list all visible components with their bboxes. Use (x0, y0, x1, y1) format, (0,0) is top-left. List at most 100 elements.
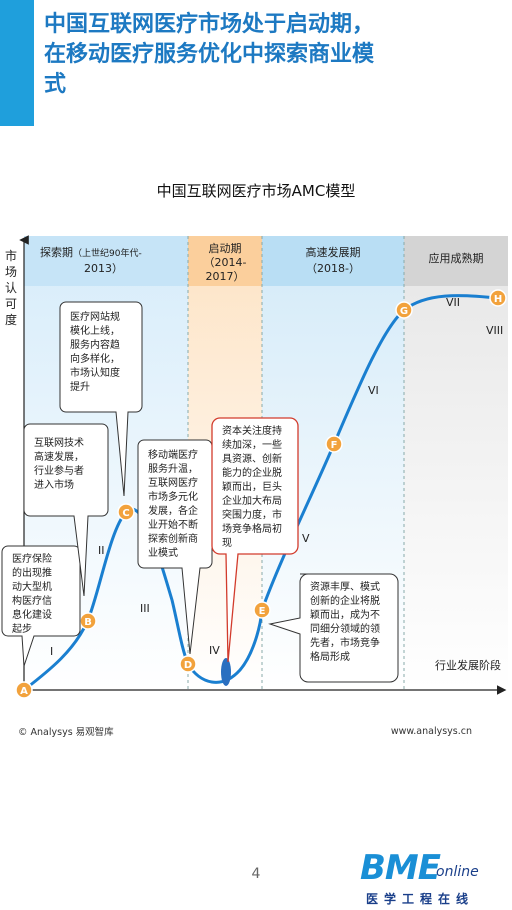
svg-text:场竞争格局初: 场竞争格局初 (222, 522, 282, 535)
svg-text:互联网技术: 互联网技术 (34, 436, 84, 449)
x-axis-label: 行业发展阶段 (435, 658, 501, 672)
svg-text:具资源、创新: 具资源、创新 (222, 452, 282, 465)
page-number: 4 (251, 866, 261, 882)
point-a: A (15, 681, 33, 699)
source-credit: © Analysys 易观智库 (18, 727, 114, 738)
phase-name-maturity: 应用成熟期 (429, 251, 484, 265)
phase-period-startup: （2014- (204, 256, 247, 269)
svg-text:C: C (122, 508, 129, 519)
stage-label: I (50, 645, 53, 658)
svg-text:颖而出，成为不: 颖而出，成为不 (310, 608, 380, 621)
note-box: 资源丰厚、模式 创新的企业将脱 颖而出，成为不 同细分领域的领 先者，市场竞争 … (268, 573, 399, 683)
point-g: G (395, 301, 413, 319)
svg-text:突围力度，市: 突围力度，市 (222, 508, 282, 521)
svg-text:创新的企业将脱: 创新的企业将脱 (310, 594, 380, 607)
logo-main: BME (360, 848, 441, 888)
current-position-marker (221, 658, 231, 686)
svg-text:资源丰厚、模式: 资源丰厚、模式 (310, 580, 380, 593)
svg-text:现: 现 (222, 537, 232, 549)
svg-text:提升: 提升 (70, 381, 90, 393)
y-axis-char: 度 (4, 313, 17, 327)
svg-text:资本关注度持: 资本关注度持 (222, 424, 282, 437)
note-box: 互联网技术 高速发展， 行业参与者 进入市场 (23, 423, 109, 597)
y-axis-char: 场 (4, 265, 17, 279)
svg-text:能力的企业脱: 能力的企业脱 (222, 466, 282, 479)
point-f: F (325, 435, 343, 453)
svg-text:G: G (400, 306, 408, 317)
svg-text:先者，市场竞争: 先者，市场竞争 (310, 636, 380, 649)
phase-band-maturity (404, 236, 508, 690)
svg-text:起步: 起步 (12, 623, 32, 635)
svg-text:动大型机: 动大型机 (12, 580, 52, 593)
svg-text:行业参与者: 行业参与者 (34, 464, 84, 477)
svg-text:A: A (20, 686, 28, 697)
y-axis-char: 市 (4, 249, 17, 263)
svg-text:构医疗信: 构医疗信 (12, 594, 52, 607)
note-box: 移动端医疗 服务升温， 互联网医疗 市场多元化 发展，各企 业开始不断 探索创新… (137, 439, 213, 655)
svg-text:颖而出，巨头: 颖而出，巨头 (222, 480, 282, 493)
point-e: E (253, 601, 271, 619)
svg-text:服务内容趋: 服务内容趋 (70, 338, 120, 351)
stage-label: II (98, 544, 105, 557)
svg-text:服务升温，: 服务升温， (148, 462, 198, 475)
y-axis-char: 认 (4, 281, 17, 295)
svg-text:业模式: 业模式 (148, 546, 178, 559)
page-title: 中国互联网医疗市场处于启动期， 在移动医疗服务优化中探索商业模 式 (44, 10, 506, 100)
diagram-title: 中国互联网医疗市场AMC模型 (156, 182, 356, 200)
point-c: C (117, 503, 135, 521)
phase-period-exploration: 2013） (84, 262, 123, 275)
svg-text:模化上线，: 模化上线， (70, 324, 120, 337)
svg-text:企业加大布局: 企业加大布局 (222, 494, 282, 507)
stage-label: III (140, 602, 150, 615)
stage-label: VII (446, 296, 460, 309)
phase-period-growth: （2018-） (306, 262, 360, 275)
svg-text:进入市场: 进入市场 (34, 478, 74, 491)
point-d: D (179, 655, 197, 673)
svg-text:格局形成: 格局形成 (310, 650, 350, 663)
phase-header-startup (188, 236, 262, 286)
svg-text:互联网医疗: 互联网医疗 (148, 476, 198, 489)
svg-text:发展，各企: 发展，各企 (148, 504, 198, 517)
title-line-3: 式 (44, 72, 67, 97)
title-line-1: 中国互联网医疗市场处于启动期， (44, 12, 375, 37)
svg-text:息化建设: 息化建设 (12, 608, 52, 621)
logo-sub: online (436, 864, 479, 880)
svg-text:市场多元化: 市场多元化 (148, 490, 198, 503)
svg-text:医疗保险: 医疗保险 (12, 552, 52, 565)
point-b: B (79, 612, 97, 630)
svg-text:高速发展，: 高速发展， (34, 450, 84, 463)
note-box-highlight: 资本关注度持 续加深，一些 具资源、创新 能力的企业脱 颖而出，巨头 企业加大布… (211, 417, 299, 663)
phase-header-maturity (404, 236, 508, 286)
svg-text:业开始不断: 业开始不断 (148, 518, 198, 531)
svg-text:向多样化，: 向多样化， (70, 352, 120, 365)
svg-text:医疗网站规: 医疗网站规 (70, 310, 120, 323)
y-axis-char: 可 (4, 297, 17, 311)
bme-online-logo: BME online 医学工程在线 (360, 840, 512, 910)
svg-text:市场认知度: 市场认知度 (70, 366, 120, 379)
phase-header-exploration (24, 236, 188, 286)
svg-text:移动端医疗: 移动端医疗 (148, 448, 198, 461)
stage-label: V (302, 532, 310, 545)
source-url: www.analysys.cn (390, 726, 472, 737)
svg-text:D: D (184, 660, 192, 671)
amc-model-diagram: 探索期（上世纪90年代- 2013） 启动期 （2014- 2017） 高速发展… (1, 235, 508, 699)
svg-text:续加深，一些: 续加深，一些 (222, 438, 282, 451)
stage-label: VIII (486, 324, 503, 337)
logo-cn: 医学工程在线 (366, 892, 475, 906)
phase-name-exploration: 探索期（上世纪90年代- (40, 245, 142, 259)
svg-text:F: F (331, 440, 338, 451)
note-box: 医疗网站规 模化上线， 服务内容趋 向多样化， 市场认知度 提升 (59, 301, 143, 497)
y-axis-label: 市 场 认 可 度 (2, 248, 20, 328)
stage-label: IV (209, 644, 220, 657)
svg-text:探索创新商: 探索创新商 (148, 532, 198, 545)
phase-name-startup: 启动期 (209, 242, 242, 255)
phase-period-startup: 2017） (206, 270, 245, 283)
svg-text:H: H (494, 294, 502, 305)
svg-text:同细分领域的领: 同细分领域的领 (310, 622, 380, 635)
phase-name-growth: 高速发展期 (306, 245, 361, 259)
point-h: H (489, 289, 507, 307)
title-accent-bar (0, 0, 34, 126)
svg-text:B: B (84, 617, 92, 628)
stage-label: VI (368, 384, 379, 397)
phase-header-growth (262, 236, 404, 286)
